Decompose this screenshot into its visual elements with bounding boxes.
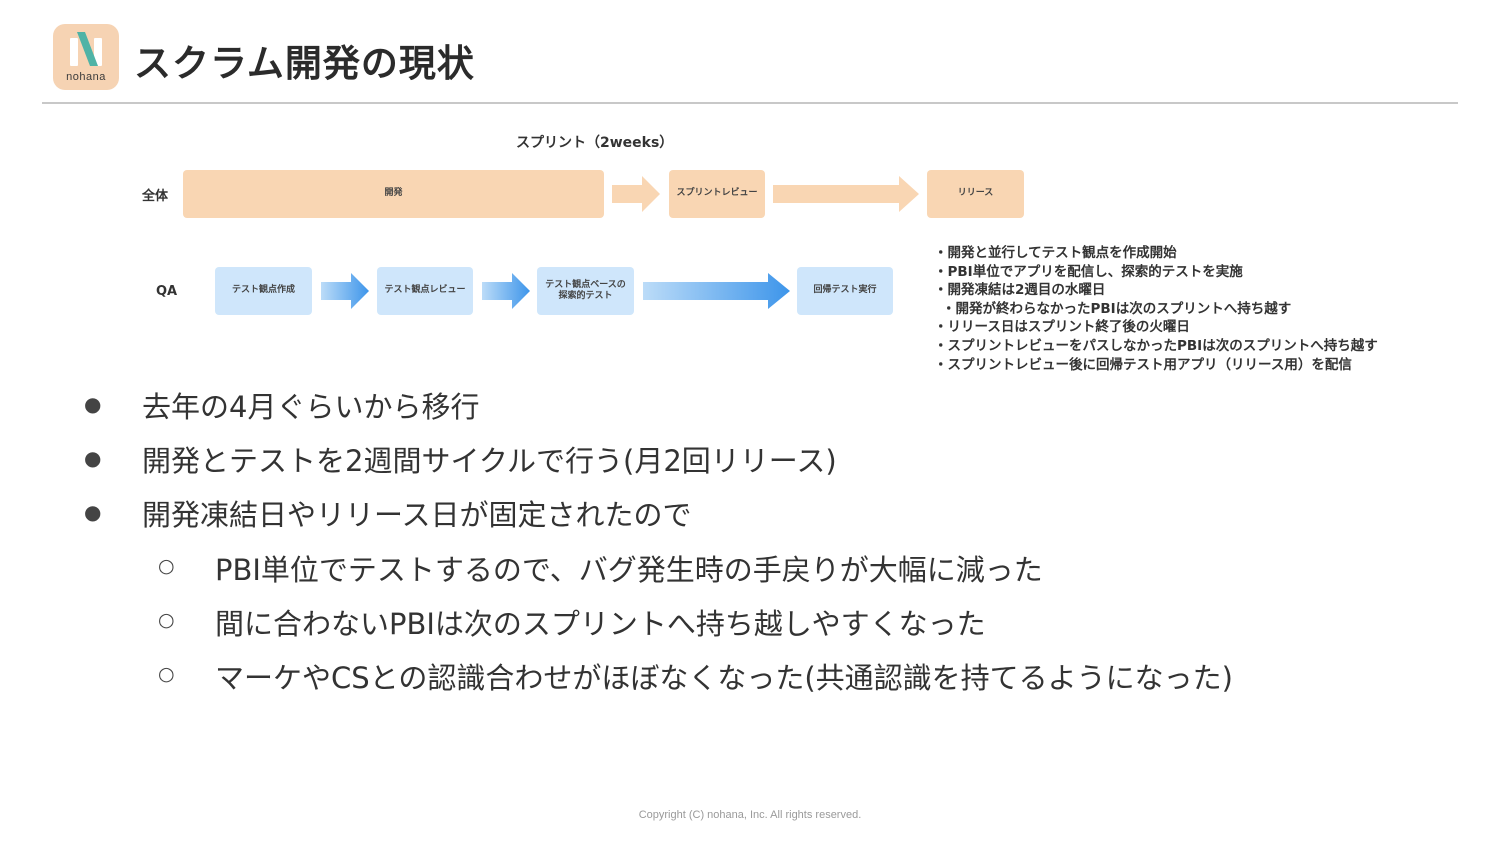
box-sprint-review: スプリントレビュー bbox=[669, 170, 765, 218]
arrow-right-icon bbox=[612, 176, 660, 212]
logo-mark-icon bbox=[70, 32, 102, 66]
logo-wordmark: nohana bbox=[66, 71, 106, 83]
note-item: ・PBI単位でアプリを配信し、探索的テストを実施 bbox=[934, 263, 1243, 280]
bullet-text: マーケやCSとの認識合わせがほぼなくなった(共通認識を持てるようになった) bbox=[215, 661, 1233, 695]
sub-bullet-marker: ○ bbox=[158, 609, 175, 631]
note-item: ・開発と並行してテスト観点を作成開始 bbox=[934, 245, 1177, 261]
bullet-text: PBI単位でテストするので、バグ発生時の手戻りが大幅に減った bbox=[215, 553, 1043, 587]
bullet-text: 開発とテストを2週間サイクルで行う(月2回リリース) bbox=[142, 444, 837, 478]
title-divider bbox=[42, 102, 1458, 104]
nohana-logo: nohana bbox=[53, 24, 119, 90]
bullet-marker: ● bbox=[84, 392, 102, 416]
bullet-text: 開発凍結日やリリース日が固定されたので bbox=[142, 498, 692, 532]
note-item: ・開発が終わらなかったPBIは次のスプリントへ持ち越す bbox=[942, 300, 1292, 317]
box-test-viewpoint-creation: テスト観点作成 bbox=[215, 267, 312, 315]
bullet-text: 去年の4月ぐらいから移行 bbox=[142, 390, 480, 424]
row-label-qa: QA bbox=[156, 284, 178, 299]
note-item: ・スプリントレビューをパスしなかったPBIは次のスプリントへ持ち越す bbox=[934, 337, 1378, 354]
arrow-right-icon bbox=[773, 176, 919, 212]
box-development: 開発 bbox=[183, 170, 604, 218]
arrow-right-icon bbox=[643, 273, 790, 309]
bullet-text: 間に合わないPBIは次のスプリントへ持ち越しやすくなった bbox=[215, 607, 986, 641]
arrow-right-icon bbox=[321, 273, 369, 309]
note-item: ・リリース日はスプリント終了後の火曜日 bbox=[934, 319, 1190, 336]
copyright-footer: Copyright (C) nohana, Inc. All rights re… bbox=[638, 809, 862, 821]
box-test-viewpoint-review: テスト観点レビュー bbox=[377, 267, 473, 315]
page-title: スクラム開発の現状 bbox=[134, 42, 475, 85]
diagram-notes: ・開発と並行してテスト観点を作成開始 ・PBI単位でアプリを配信し、探索的テスト… bbox=[934, 244, 1378, 374]
note-item: ・開発凍結は2週目の水曜日 bbox=[934, 282, 1106, 299]
sprint-label: スプリント（2weeks） bbox=[516, 135, 674, 151]
row-label-overall: 全体 bbox=[142, 189, 169, 204]
arrow-right-icon bbox=[482, 273, 530, 309]
box-release: リリース bbox=[927, 170, 1024, 218]
bullet-marker: ● bbox=[84, 446, 102, 470]
bullet-marker: ● bbox=[84, 500, 102, 524]
sub-bullet-marker: ○ bbox=[158, 555, 175, 577]
note-item: ・スプリントレビュー後に回帰テスト用アプリ（リリース用）を配信 bbox=[934, 356, 1352, 373]
box-regression-test: 回帰テスト実行 bbox=[797, 267, 893, 315]
sub-bullet-marker: ○ bbox=[158, 663, 175, 685]
box-exploratory-test: テスト観点ベースの 探索的テスト bbox=[537, 267, 634, 315]
